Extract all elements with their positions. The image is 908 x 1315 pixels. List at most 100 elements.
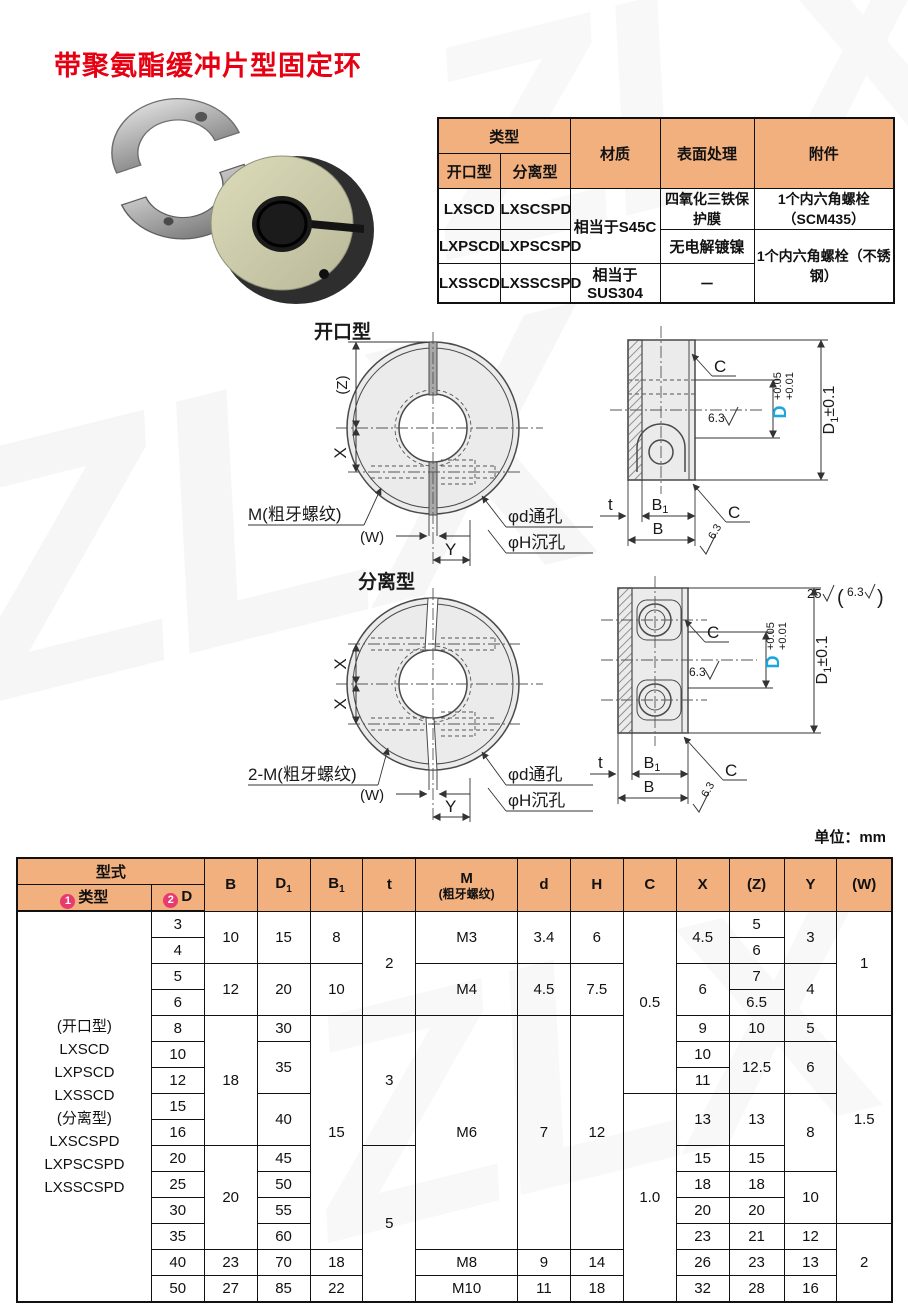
cell-d: 12 — [150, 1067, 205, 1094]
open-sec-b-label: B — [653, 521, 664, 538]
spec-cell: LXSCD — [437, 188, 501, 230]
spec-table: 类型 材质 表面处理 附件 开口型 分离型 LXSCD LXSCSPD 相当于S… — [437, 117, 896, 304]
spec-cell: － — [659, 263, 755, 304]
split-surface-63: 6.3 — [847, 585, 864, 599]
cell-d: 50 — [150, 1275, 205, 1303]
cell-z: 18 — [728, 1171, 785, 1198]
cell-z: 7 — [728, 963, 785, 990]
spec-header-open: 开口型 — [437, 153, 501, 189]
cell-w: 2 — [836, 1223, 893, 1303]
cell-z: 13 — [728, 1093, 785, 1146]
cell-w: 1.5 — [836, 1015, 893, 1224]
split-dim-y-label: Y — [445, 797, 456, 816]
cell-d: 25 — [150, 1171, 205, 1198]
open-sec-c-bottom: C — [728, 503, 740, 522]
spec-cell: 无电解镀镍 — [659, 229, 755, 264]
cell-dd: 9 — [517, 1249, 571, 1276]
cell-z: 6 — [728, 937, 785, 964]
cell-h: 7.5 — [569, 963, 624, 1016]
cell-d: 8 — [150, 1015, 205, 1042]
split-sec-t-label: t — [598, 753, 603, 772]
cell-b1: 18 — [309, 1249, 364, 1276]
cell-b: 12 — [203, 963, 258, 1016]
cell-t: 2 — [362, 910, 417, 1016]
open-section-dim-d1: D1±0.1 — [695, 339, 841, 481]
cell-x: 11 — [675, 1067, 730, 1094]
cell-d1: 20 — [256, 963, 311, 1016]
cell-x: 15 — [675, 1145, 730, 1172]
cell-dd: 4.5 — [517, 963, 571, 1016]
cell-b: 23 — [203, 1249, 258, 1276]
dimension-table: 型式 B D1 B1 t M(粗牙螺纹) d H C X (Z) Y (W) 1… — [16, 857, 893, 1303]
open-front-m-leader: M(粗牙螺纹) — [248, 487, 382, 526]
split-surface-paren-close: ) — [877, 587, 884, 609]
cell-x: 9 — [675, 1015, 730, 1042]
cell-d: 40 — [150, 1249, 205, 1276]
spec-cell: LXSSCD — [437, 263, 501, 304]
badge-1: 1 — [60, 894, 76, 909]
split-front-dim-x-top: X — [331, 643, 360, 685]
open-sec-t-label: t — [608, 495, 613, 514]
dim-header-xingshi: 型式 — [16, 857, 205, 885]
cell-x: 13 — [675, 1093, 730, 1146]
open-sec-d-label: D — [770, 406, 790, 419]
cell-h: 12 — [569, 1015, 624, 1250]
cell-y: 4 — [783, 963, 838, 1016]
open-m-label: M(粗牙螺纹) — [248, 505, 341, 524]
spec-cell: LXSCSPD — [499, 188, 571, 230]
cell-b1: 8 — [309, 910, 364, 964]
cell-x: 4.5 — [675, 910, 730, 964]
cell-z: 10 — [728, 1015, 785, 1042]
cell-x: 32 — [675, 1275, 730, 1303]
split-m-label: 2-M(粗牙螺纹) — [248, 765, 357, 784]
split-front-dim-w: (W) — [360, 787, 470, 804]
open-sec-d-tol-low: +0.01 — [784, 372, 796, 400]
dim-header-y: Y — [783, 857, 838, 912]
cell-dd: 7 — [517, 1015, 571, 1250]
cell-m: M8 — [415, 1249, 519, 1276]
cell-y: 10 — [783, 1171, 838, 1224]
dim-header-c: C — [622, 857, 677, 912]
cell-d: 3 — [150, 910, 205, 938]
split-dim-w-label: (W) — [360, 787, 384, 804]
cell-d1: 30 — [256, 1015, 311, 1042]
cell-y: 5 — [783, 1015, 838, 1042]
open-front-hidden-lines — [371, 459, 496, 485]
cell-t: 5 — [362, 1145, 417, 1303]
open-type-front-drawing: 开口型 (Z) — [248, 320, 593, 566]
svg-text:D1±0.1: D1±0.1 — [821, 386, 841, 435]
cell-d1: 70 — [256, 1249, 311, 1276]
spec-cell: 1个内六角螺栓（SCM435） — [753, 188, 895, 230]
cell-y: 16 — [783, 1275, 838, 1303]
open-front-dim-y: Y — [432, 520, 471, 566]
cell-d1: 85 — [256, 1275, 311, 1303]
cell-h: 14 — [569, 1249, 624, 1276]
dim-header-d1: D1 — [256, 857, 311, 912]
svg-text:B1: B1 — [652, 497, 669, 516]
cell-y: 12 — [783, 1223, 838, 1250]
split-front-title: 分离型 — [358, 570, 415, 593]
split-sec-rough-63b: 6.3 — [699, 780, 717, 799]
open-d-hole-label: φd通孔 — [508, 507, 562, 526]
cell-z: 6.5 — [728, 989, 785, 1016]
spec-header-accessory: 附件 — [753, 117, 895, 189]
cell-d: 6 — [150, 989, 205, 1016]
dim-header-b: B — [203, 857, 258, 912]
cell-c: 0.5 — [622, 910, 677, 1094]
cell-d1: 35 — [256, 1041, 311, 1094]
split-dim-x-bottom-label: X — [331, 698, 350, 709]
open-h-hole-label: φH沉孔 — [508, 533, 565, 552]
open-sec-rough-63b: 6.3 — [706, 522, 724, 541]
split-type-front-drawing: 分离型 — [248, 570, 593, 822]
cell-d: 10 — [150, 1041, 205, 1068]
cell-z: 21 — [728, 1223, 785, 1250]
cell-d1: 40 — [256, 1093, 311, 1146]
cell-b: 20 — [203, 1145, 258, 1250]
open-front-dim-w: (W) — [360, 529, 470, 546]
split-section-roughness: 6.3 — [689, 660, 720, 681]
cell-y: 3 — [783, 910, 838, 964]
dim-header-h: H — [569, 857, 624, 912]
